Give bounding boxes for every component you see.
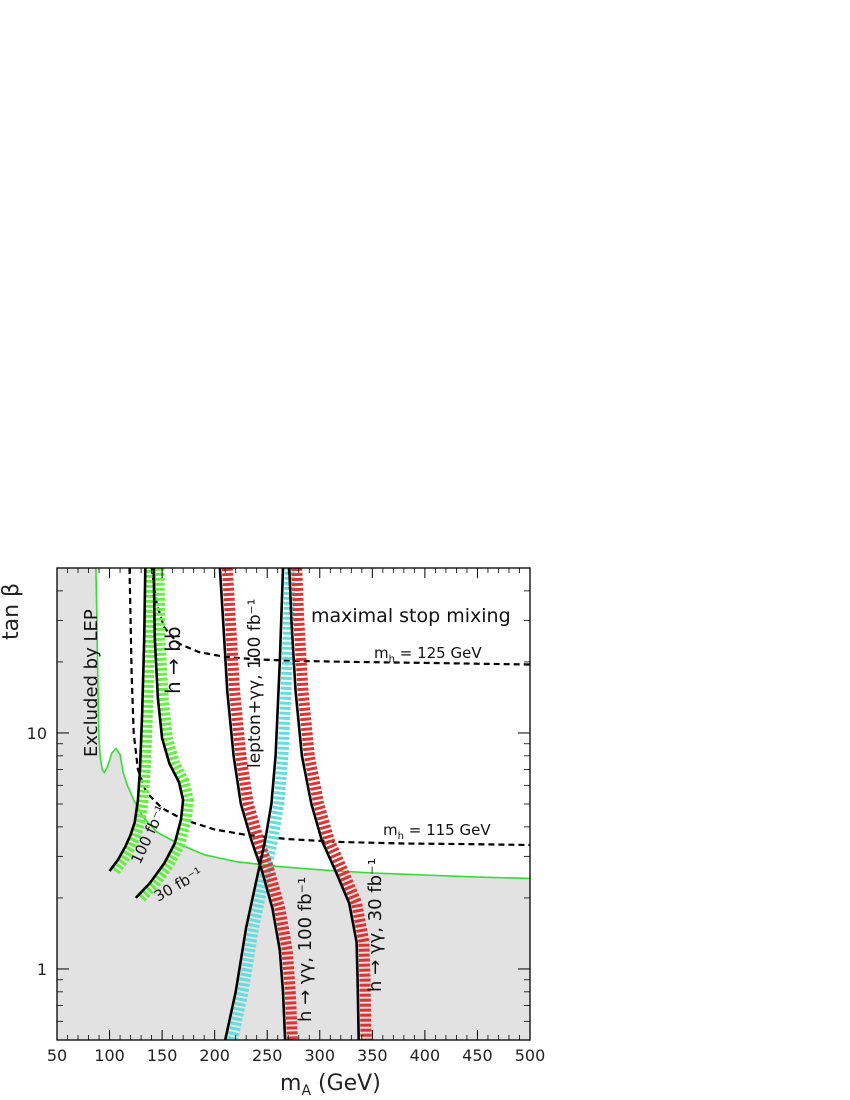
lepton-contour: [223, 568, 285, 1040]
x-tick-label: 50: [47, 1046, 67, 1065]
x-tick-label: 350: [357, 1046, 388, 1065]
gamma-30-label: h → γγ, 30 fb⁻¹: [365, 858, 386, 992]
y-tick-label: 1: [37, 960, 47, 979]
x-tick-label: 400: [410, 1046, 441, 1065]
gamma-100-band: [221, 568, 298, 1040]
y-axis-title: tan β: [0, 583, 24, 640]
mh-115-label: mh = 115 GeV: [383, 821, 491, 842]
hbb-100-band: [110, 568, 156, 875]
gamma-100-label: h → γγ, 100 fb⁻¹: [295, 877, 316, 1022]
lepton-label: lepton+γγ, 100 fb⁻¹: [245, 599, 265, 768]
x-tick-label: 500: [515, 1046, 546, 1065]
excluded-label: Excluded by LEP: [81, 609, 102, 757]
x-tick-label: 150: [147, 1046, 178, 1065]
y-tick-label: 10: [27, 724, 47, 743]
x-axis-title: mA (GeV): [280, 1071, 381, 1099]
x-tick-label: 200: [199, 1046, 230, 1065]
annotation-max-stop-mixing: maximal stop mixing: [311, 605, 511, 627]
hbb-30-contour: [134, 568, 185, 899]
hbb-30-band: [137, 568, 194, 902]
hbb-label: h → bb: [161, 626, 185, 694]
x-tick-label: 300: [305, 1046, 336, 1065]
mh-125-label: mh = 125 GeV: [374, 644, 482, 665]
plot-area: [57, 568, 530, 1040]
gamma-30-contour: [288, 568, 360, 1040]
gamma-100-contour: [218, 568, 287, 1040]
gamma-30-band: [291, 568, 372, 1040]
lep-exclusion-boundary: [95, 568, 530, 880]
excluded-region: [57, 568, 530, 1040]
x-tick-label: 250: [252, 1046, 283, 1065]
x-tick-label: 450: [462, 1046, 493, 1065]
hbb-100-contour: [108, 568, 147, 872]
x-tick-label: 100: [94, 1046, 125, 1065]
axis-ticks: [56, 567, 531, 1041]
lepton-band: [227, 568, 296, 1040]
tick-labels: 50 100 150 200 250 300 350 400 450 500 1 10: [27, 724, 546, 1065]
